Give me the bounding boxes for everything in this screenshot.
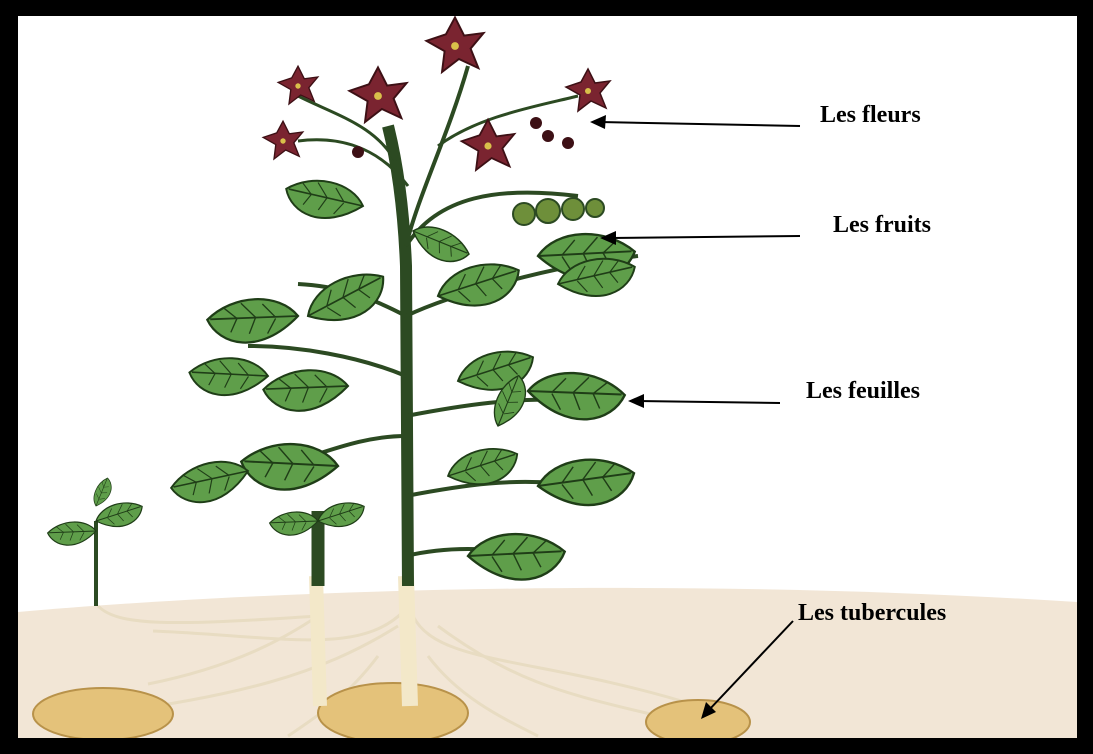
flowers <box>263 17 610 170</box>
leaves <box>46 178 637 583</box>
fruits <box>513 198 604 225</box>
diagram-canvas: Les fleurs Les fruits Les feuilles Les t… <box>18 16 1077 738</box>
underground-stem-main <box>406 576 410 706</box>
label-tubers: Les tubercules <box>798 600 946 627</box>
stems <box>96 66 638 606</box>
label-fruits: Les fruits <box>833 212 931 239</box>
label-flowers: Les fleurs <box>820 102 921 129</box>
label-leaves: Les feuilles <box>806 378 920 405</box>
underground-stem-left <box>316 576 320 706</box>
